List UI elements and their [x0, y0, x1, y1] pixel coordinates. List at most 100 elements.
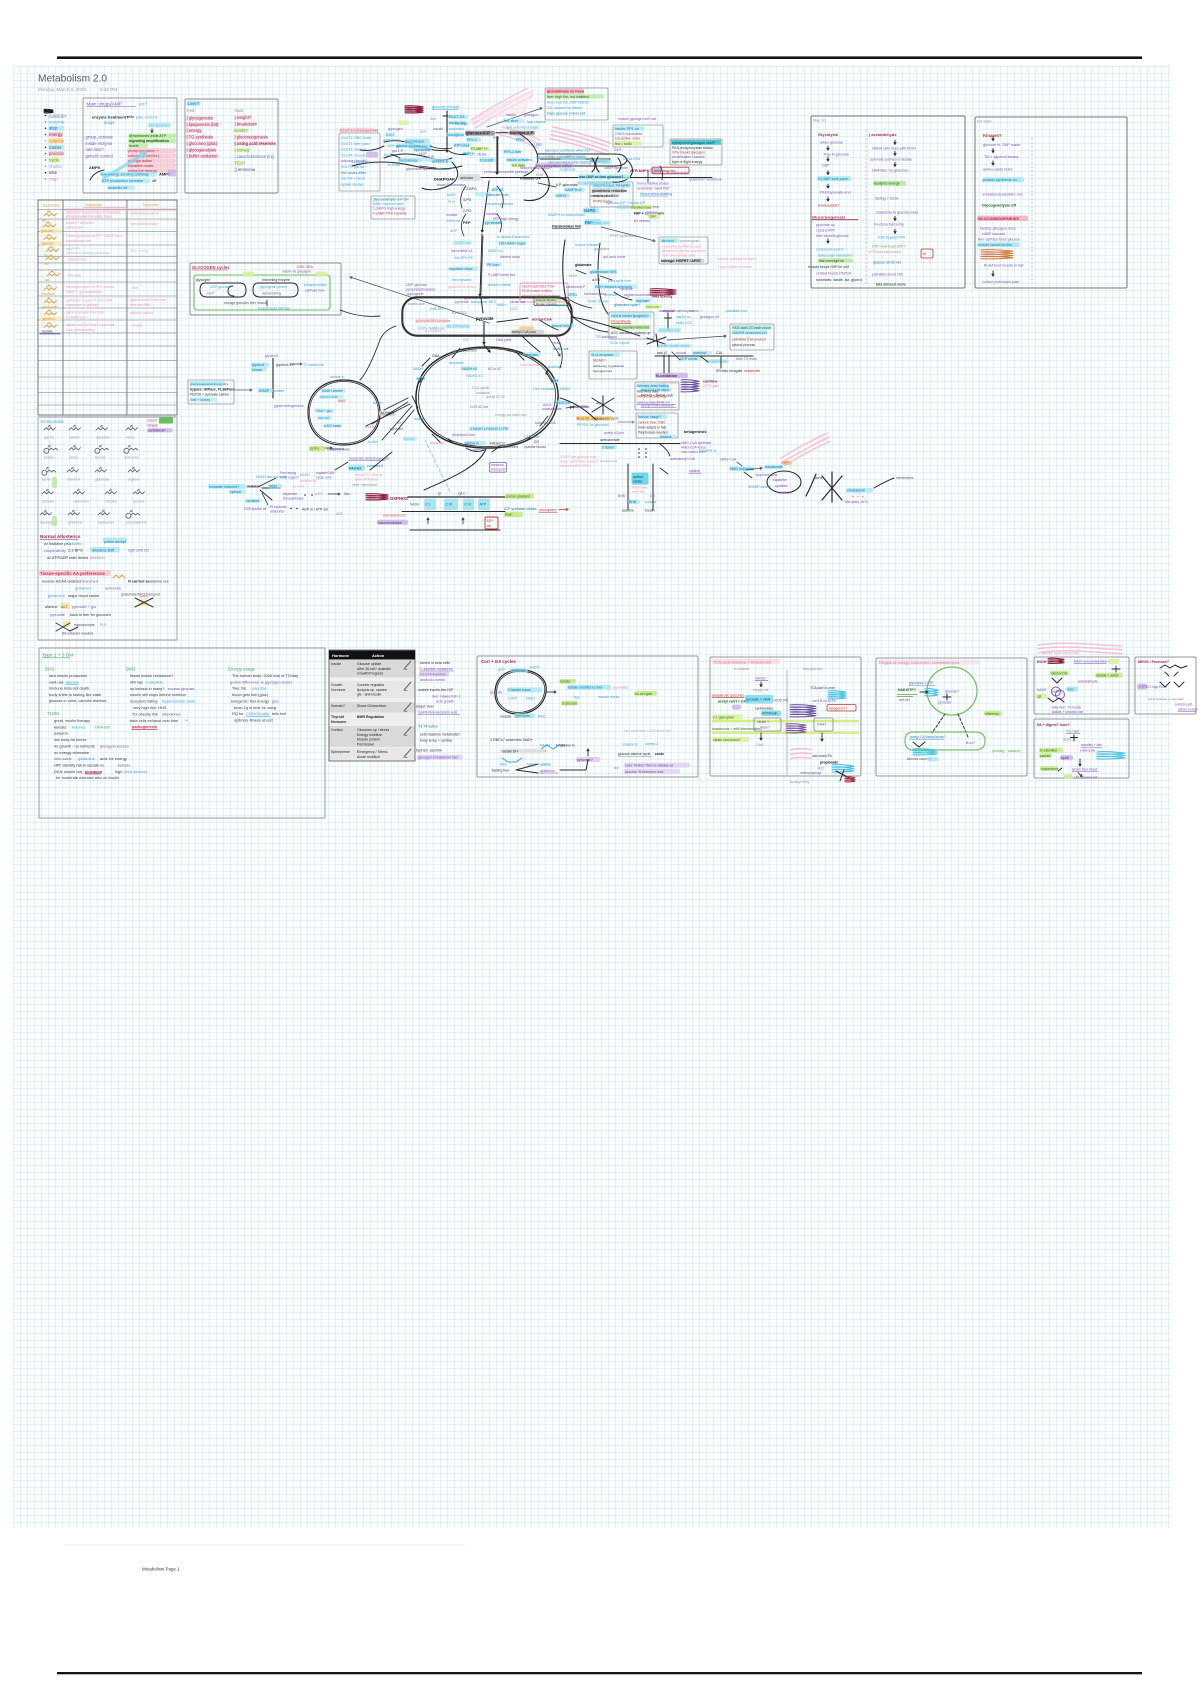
svg-text:glycerol: glycerol: [265, 354, 278, 358]
svg-text:+CO2, PC: +CO2, PC: [773, 699, 789, 703]
svg-text:ATPs per fuel burned: ATPs per fuel burned: [869, 250, 901, 254]
svg-text:direction: direction: [90, 555, 105, 560]
svg-text:| gluconeogenesis: | gluconeogenesis: [235, 135, 269, 140]
svg-text:glyceroneogenesis: glyceroneogenesis: [274, 404, 304, 408]
svg-text:PFK-2 liver: PFK-2 liver: [504, 150, 522, 154]
svg-text:NADH: NADH: [413, 367, 423, 371]
svg-text:UDP-glucose: UDP-glucose: [406, 283, 427, 287]
svg-text:TCA cycle: TCA cycle: [471, 385, 490, 390]
svg-text:protein synthesis on: protein synthesis on: [983, 178, 1017, 182]
svg-text:transketolase TPP: transketolase TPP: [631, 205, 660, 209]
svg-text:exercise: exercise: [252, 686, 267, 691]
svg-text:pyruvate: pyruvate: [390, 427, 403, 431]
svg-text:a-ketoacids?: a-ketoacids?: [818, 204, 840, 208]
svg-text:Ru5P: Ru5P: [536, 173, 545, 177]
svg-text:Ca++ activates: Ca++ activates: [533, 387, 556, 391]
svg-text:Monday, March 2, 2020: Monday, March 2, 2020: [38, 87, 86, 92]
svg-text:costs: costs: [655, 752, 664, 756]
svg-text:TPP: TPP: [649, 215, 656, 219]
svg-text:methionine: methionine: [73, 500, 89, 504]
svg-text:packed: packed: [1040, 754, 1051, 758]
svg-text:fructolysis rapid: no PFK cont: fructolysis rapid: no PFK control: [66, 285, 114, 289]
svg-text:conditional?: conditional?: [148, 429, 166, 433]
svg-text:anabolic overall: anabolic overall: [420, 678, 445, 682]
svg-text:urine ketones: urine ketones: [124, 769, 147, 774]
svg-text:cyclized: cyclized: [775, 484, 787, 488]
svg-text:insulin on: insulin on: [676, 315, 691, 319]
svg-text:TG packaged: TG packaged: [596, 335, 617, 339]
svg-text:NADH: NADH: [1037, 688, 1047, 692]
svg-text:insulin: insulin: [433, 127, 443, 131]
svg-text:cortisol boosts PEPCK: cortisol boosts PEPCK: [816, 272, 852, 276]
svg-text:fast: release: fast: release: [527, 120, 546, 124]
svg-text:anabolic off: anabolic off: [108, 186, 128, 190]
svg-text:glucose?: glucose?: [945, 690, 959, 694]
svg-text:cofactor: cofactor: [49, 138, 65, 143]
svg-text:ketone fork: ketone fork: [552, 324, 569, 328]
svg-text:ATP synthase rotates: ATP synthase rotates: [504, 507, 537, 511]
svg-text:a-KG: a-KG: [140, 595, 148, 599]
svg-text:a-KG swap: a-KG swap: [324, 424, 341, 428]
svg-text:glyceraldehyde: glyceraldehyde: [406, 167, 429, 171]
svg-text:enters glycolysis at F1P / DHA: enters glycolysis at F1P / DHAP level: [66, 234, 122, 238]
svg-text:shuttle: shuttle: [49, 164, 62, 169]
svg-text:triose-P isomerase: triose-P isomerase: [437, 183, 466, 187]
svg-text:citrate cant leave?: citrate cant leave?: [713, 738, 741, 742]
svg-text:epimerase to glucose: epimerase to glucose: [66, 303, 98, 307]
svg-text:lactase gut: lactase gut: [66, 226, 82, 230]
svg-text:SREBP control: SREBP control: [748, 485, 771, 489]
svg-text:OAA?: OAA?: [817, 723, 826, 727]
svg-text:ATP/biotin: ATP/biotin: [762, 712, 778, 716]
svg-text:NADH: NADH: [527, 763, 537, 767]
svg-text:broken + absorbed: broken + absorbed: [66, 221, 94, 225]
svg-text:lack insulin production: lack insulin production: [49, 673, 87, 678]
svg-text:acetyl-CoA/anaplerotic?: acetyl-CoA/anaplerotic?: [910, 735, 946, 739]
svg-text:pyrophosphorylase: pyrophosphorylase: [406, 288, 435, 292]
svg-text:debranching: debranching: [262, 292, 281, 296]
svg-text:inside enzyme: inside enzyme: [86, 141, 113, 146]
svg-text:ketosis: ketosis: [118, 762, 130, 767]
svg-text:group, activate: group, activate: [86, 135, 114, 140]
svg-text:pyruvate: pyruvate: [938, 701, 951, 705]
svg-text:adipose lacks it: adipose lacks it: [130, 311, 153, 315]
svg-text:facilitated: facilitated: [449, 127, 464, 131]
svg-text:makes insulin-like IGF: makes insulin-like IGF: [418, 688, 454, 692]
svg-text:major blood carrier: major blood carrier: [68, 594, 100, 598]
svg-text:TG obesity link: TG obesity link: [132, 711, 158, 716]
svg-text:PRPP/same: PRPP/same: [593, 200, 612, 204]
svg-text:Cortisol: Cortisol: [331, 728, 343, 732]
svg-text:aldose reduct: aldose reduct: [1178, 708, 1197, 712]
svg-text:CS: CS: [463, 338, 468, 342]
svg-text:fumarate: fumarate: [430, 441, 444, 445]
svg-text:Fructose: Fructose: [68, 274, 81, 278]
svg-text:B1 beriberi: B1 beriberi: [425, 329, 442, 333]
svg-text:C-peptide: C-peptide: [146, 679, 163, 684]
svg-text:OAA: OAA: [432, 354, 440, 358]
svg-text:when glucose: when glucose: [820, 141, 843, 145]
svg-text:phosphorylation switch: phosphorylation switch: [536, 164, 572, 168]
svg-text:glutamine: glutamine: [75, 587, 91, 591]
svg-text:G6Pase liver: G6Pase liver: [305, 289, 326, 293]
svg-text:Pi exporter: Pi exporter: [270, 505, 287, 509]
svg-text:=>: =>: [614, 765, 619, 770]
svg-text:cAMP cascade: cAMP cascade: [982, 232, 1005, 236]
svg-text:excess glucose: excess glucose: [168, 686, 195, 691]
svg-text:HMG-CoA pathway: HMG-CoA pathway: [637, 395, 667, 399]
svg-text:matrix side: matrix side: [408, 302, 425, 306]
svg-text:great, insulin therapy: great, insulin therapy: [54, 718, 90, 723]
svg-text:glycogen: glycogen: [196, 278, 210, 282]
svg-text:cycle: cycle: [49, 157, 60, 162]
svg-text:Main: drugs/AMP: Main: drugs/AMP: [87, 102, 122, 107]
svg-text:Amino Acids: Amino Acids: [41, 419, 64, 424]
svg-text:Somato?: Somato?: [331, 704, 345, 708]
svg-text:valine: valine: [126, 436, 135, 440]
svg-text:muscle works: muscle works: [598, 695, 619, 699]
svg-text:Tissue-specific AA preferences: Tissue-specific AA preferences: [40, 571, 106, 576]
svg-text:malate/OAA: malate/OAA: [316, 471, 335, 475]
svg-text:@hormones while ATP: @hormones while ATP: [129, 134, 167, 138]
svg-text:citrate: citrate: [508, 349, 518, 353]
svg-text:body temp + cardiac: body temp + cardiac: [420, 739, 453, 743]
svg-text:F1,6BP feeds fwd: F1,6BP feeds fwd: [488, 273, 515, 277]
svg-text:argininosuccinate: argininosuccinate: [624, 293, 651, 297]
svg-text:1,3-BPG high energy: 1,3-BPG high energy: [373, 207, 405, 211]
